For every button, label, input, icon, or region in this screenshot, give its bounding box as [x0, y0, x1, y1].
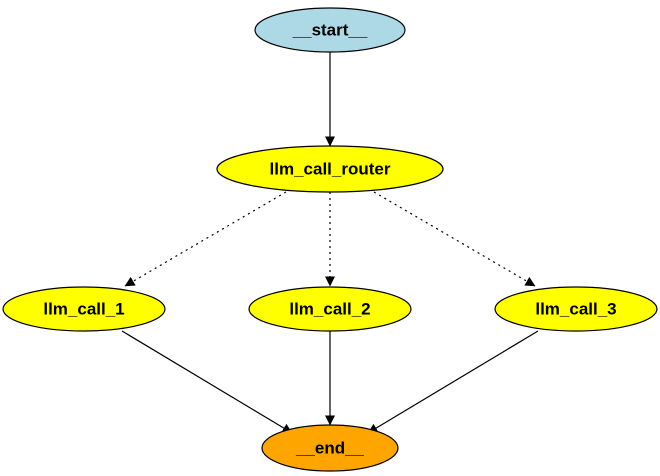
node-llm-call-3[interactable]: llm_call_3: [494, 286, 658, 332]
node-llm-call-2-label: llm_call_2: [289, 300, 370, 319]
edge-router-to-llm-call-1: [124, 191, 287, 287]
nodes-layer: __start__ llm_call_router llm_call_1 llm…: [2, 7, 658, 472]
node-start[interactable]: __start__: [254, 7, 406, 53]
node-start-shape: [254, 7, 406, 53]
edge-router-to-llm-call-3: [373, 191, 536, 287]
node-end-label: __end__: [295, 439, 365, 458]
edge-llm-call-3-to-end: [367, 330, 539, 434]
node-llm-call-2-shape: [248, 286, 412, 332]
node-llm-call-2[interactable]: llm_call_2: [248, 286, 412, 332]
node-llm-call-3-shape: [494, 286, 658, 332]
node-start-label: __start__: [292, 21, 368, 40]
node-llm-call-1[interactable]: llm_call_1: [2, 286, 166, 332]
node-llm-call-router[interactable]: llm_call_router: [216, 145, 444, 193]
node-end-shape: [261, 424, 399, 472]
edge-llm-call-1-to-end: [121, 330, 293, 434]
node-llm-call-router-shape: [216, 145, 444, 193]
node-llm-call-3-label: llm_call_3: [535, 300, 616, 319]
node-llm-call-1-shape: [2, 286, 166, 332]
edges-layer: [121, 52, 539, 434]
node-llm-call-router-label: llm_call_router: [270, 160, 391, 179]
node-llm-call-1-label: llm_call_1: [43, 300, 124, 319]
node-end[interactable]: __end__: [261, 424, 399, 472]
